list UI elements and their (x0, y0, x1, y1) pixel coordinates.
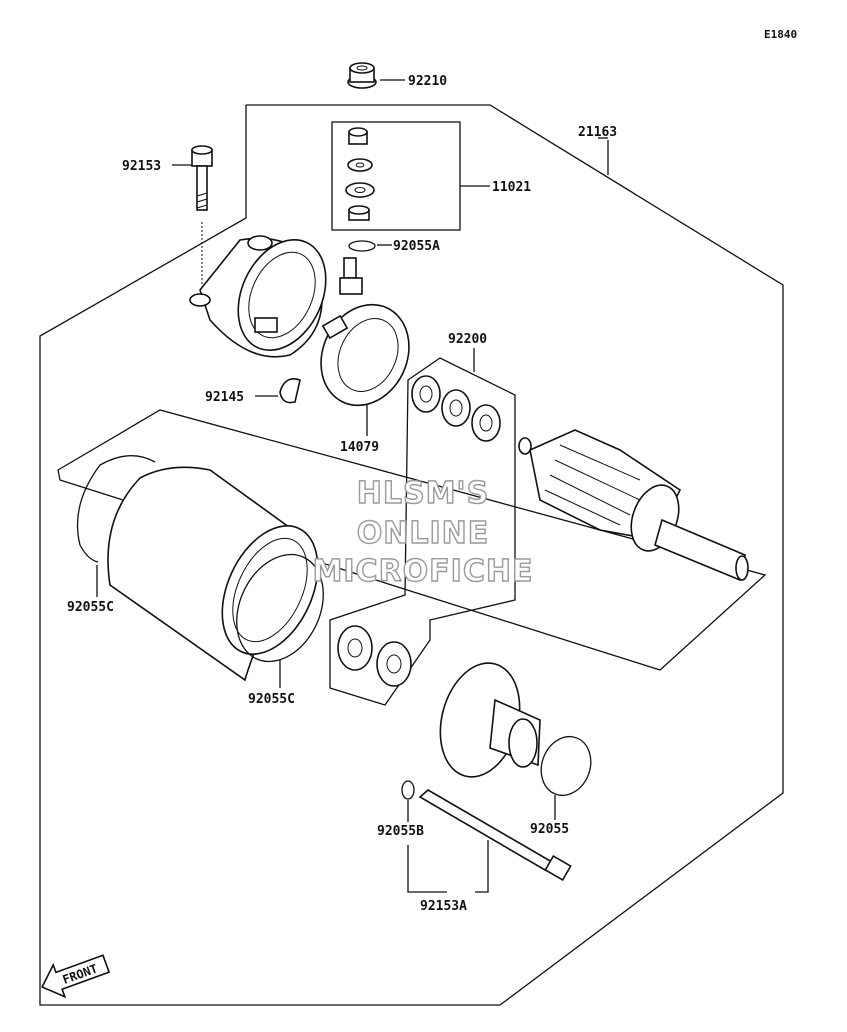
o-ring-92055C-bottom (236, 553, 324, 663)
label-92210: 92210 (408, 74, 447, 89)
washer-set-92200 (337, 375, 501, 687)
front-end-cover (439, 662, 541, 778)
watermark-line-1: HLSM'S (357, 476, 489, 511)
label-92055A: 92055A (393, 239, 440, 254)
label-92145: 92145 (205, 390, 244, 405)
kit-box-11021 (331, 121, 461, 231)
through-bolt-92153A (418, 789, 572, 882)
watermark-line-3: MICROFICHE (313, 554, 534, 589)
bolt-92153 (191, 145, 213, 290)
label-92153A: 92153A (420, 899, 467, 914)
brush-holder-plate-14079 (320, 257, 410, 407)
yoke-housing (107, 466, 319, 682)
label-92055B: 92055B (377, 824, 424, 839)
rear-end-cover (189, 235, 327, 358)
o-ring-92055 (540, 735, 592, 797)
label-92055C-bottom: 92055C (248, 692, 295, 707)
o-ring-92055A (348, 240, 376, 252)
label-11021: 11021 (492, 180, 531, 195)
label-92153: 92153 (122, 159, 161, 174)
front-direction-arrow: FRONT (41, 954, 111, 999)
o-ring-92055C-left (76, 455, 156, 563)
label-14079: 14079 (340, 440, 379, 455)
assembly-outline (39, 104, 784, 1006)
armature (518, 429, 749, 582)
label-21163: 21163 (578, 125, 617, 140)
label-92200: 92200 (448, 332, 487, 347)
label-92055C-left: 92055C (67, 600, 114, 615)
leader-92153A-b (475, 840, 489, 893)
flange-nut-92210 (347, 62, 377, 89)
yoke-subassembly-outline (57, 409, 767, 671)
leader-92153A-a (407, 845, 447, 893)
nut-washer-kit-11021 (345, 127, 375, 221)
label-92055: 92055 (530, 822, 569, 837)
kit-box-92200 (329, 357, 516, 706)
o-ring-92055B (401, 780, 415, 800)
diagram-code: E1840 (764, 28, 797, 41)
watermark-line-2: ONLINE (357, 516, 490, 551)
clip-92145 (279, 378, 301, 404)
